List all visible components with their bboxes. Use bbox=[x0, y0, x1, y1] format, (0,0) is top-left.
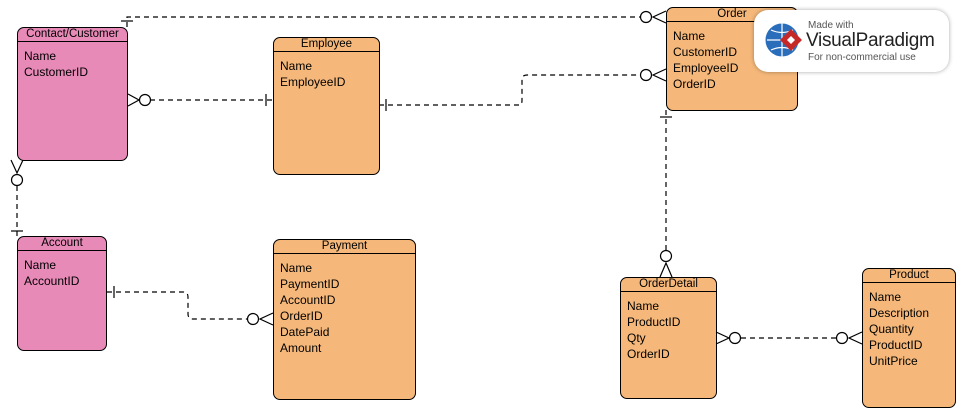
non-commercial-text: For non-commercial use bbox=[808, 52, 916, 63]
field-name: Name bbox=[280, 59, 313, 73]
entity-title: Employee bbox=[274, 38, 379, 52]
field-qty: Qty bbox=[627, 331, 646, 345]
watermark-badge: Made with VisualParadigm For non-commerc… bbox=[754, 10, 949, 72]
field-account-id: AccountID bbox=[24, 274, 80, 288]
rel-contact-employee[interactable] bbox=[127, 93, 273, 107]
entity-title: Order bbox=[667, 8, 797, 22]
field-product-id: ProductID bbox=[627, 315, 681, 329]
entity-title: OrderDetail bbox=[621, 278, 716, 292]
field-name: Name bbox=[280, 261, 313, 275]
made-with-text: Made with bbox=[808, 20, 854, 31]
entity-contact-customer[interactable]: Contact/Customer Name CustomerID bbox=[17, 27, 128, 161]
entity-title: Product bbox=[863, 269, 955, 283]
rel-order-orderdetail[interactable] bbox=[659, 110, 673, 278]
field-order-id: OrderID bbox=[627, 347, 670, 361]
field-description: Description bbox=[869, 306, 930, 320]
entity-employee[interactable]: Employee Name EmployeeID bbox=[273, 37, 380, 175]
entity-title: Payment bbox=[274, 240, 415, 254]
entity-account[interactable]: Account Name AccountID bbox=[17, 236, 107, 351]
field-customer-id: CustomerID bbox=[673, 45, 738, 59]
entity-product[interactable]: Product Name Description Quantity Produc… bbox=[862, 268, 956, 408]
entity-title: Account bbox=[18, 237, 106, 251]
field-employee-id: EmployeeID bbox=[280, 75, 346, 89]
rel-contact-order[interactable] bbox=[121, 10, 667, 27]
rel-account-payment[interactable] bbox=[107, 286, 274, 326]
field-product-id: ProductID bbox=[869, 338, 923, 352]
rel-orderdetail-product[interactable] bbox=[715, 331, 863, 345]
field-payment-id: PaymentID bbox=[280, 277, 340, 291]
field-order-id: OrderID bbox=[280, 309, 323, 323]
visual-paradigm-logo-icon bbox=[764, 22, 802, 58]
entity-title: Contact/Customer bbox=[18, 28, 127, 42]
field-name: Name bbox=[627, 299, 660, 313]
rel-contact-account[interactable] bbox=[10, 159, 24, 237]
rel-employee-order[interactable] bbox=[379, 68, 667, 111]
field-amount: Amount bbox=[280, 341, 322, 355]
field-unit-price: UnitPrice bbox=[869, 354, 918, 368]
field-name: Name bbox=[24, 49, 57, 63]
brand-name: VisualParadigm bbox=[806, 30, 935, 51]
field-name: Name bbox=[869, 290, 902, 304]
field-account-id: AccountID bbox=[280, 293, 336, 307]
field-quantity: Quantity bbox=[869, 322, 914, 336]
field-name: Name bbox=[673, 29, 706, 43]
field-customer-id: CustomerID bbox=[24, 65, 89, 79]
field-order-id: OrderID bbox=[673, 77, 716, 91]
field-date-paid: DatePaid bbox=[280, 325, 330, 339]
field-employee-id: EmployeeID bbox=[673, 61, 739, 75]
entity-payment[interactable]: Payment Name PaymentID AccountID OrderID… bbox=[273, 239, 416, 400]
entity-orderdetail[interactable]: OrderDetail Name ProductID Qty OrderID bbox=[620, 277, 717, 399]
field-name: Name bbox=[24, 258, 57, 272]
